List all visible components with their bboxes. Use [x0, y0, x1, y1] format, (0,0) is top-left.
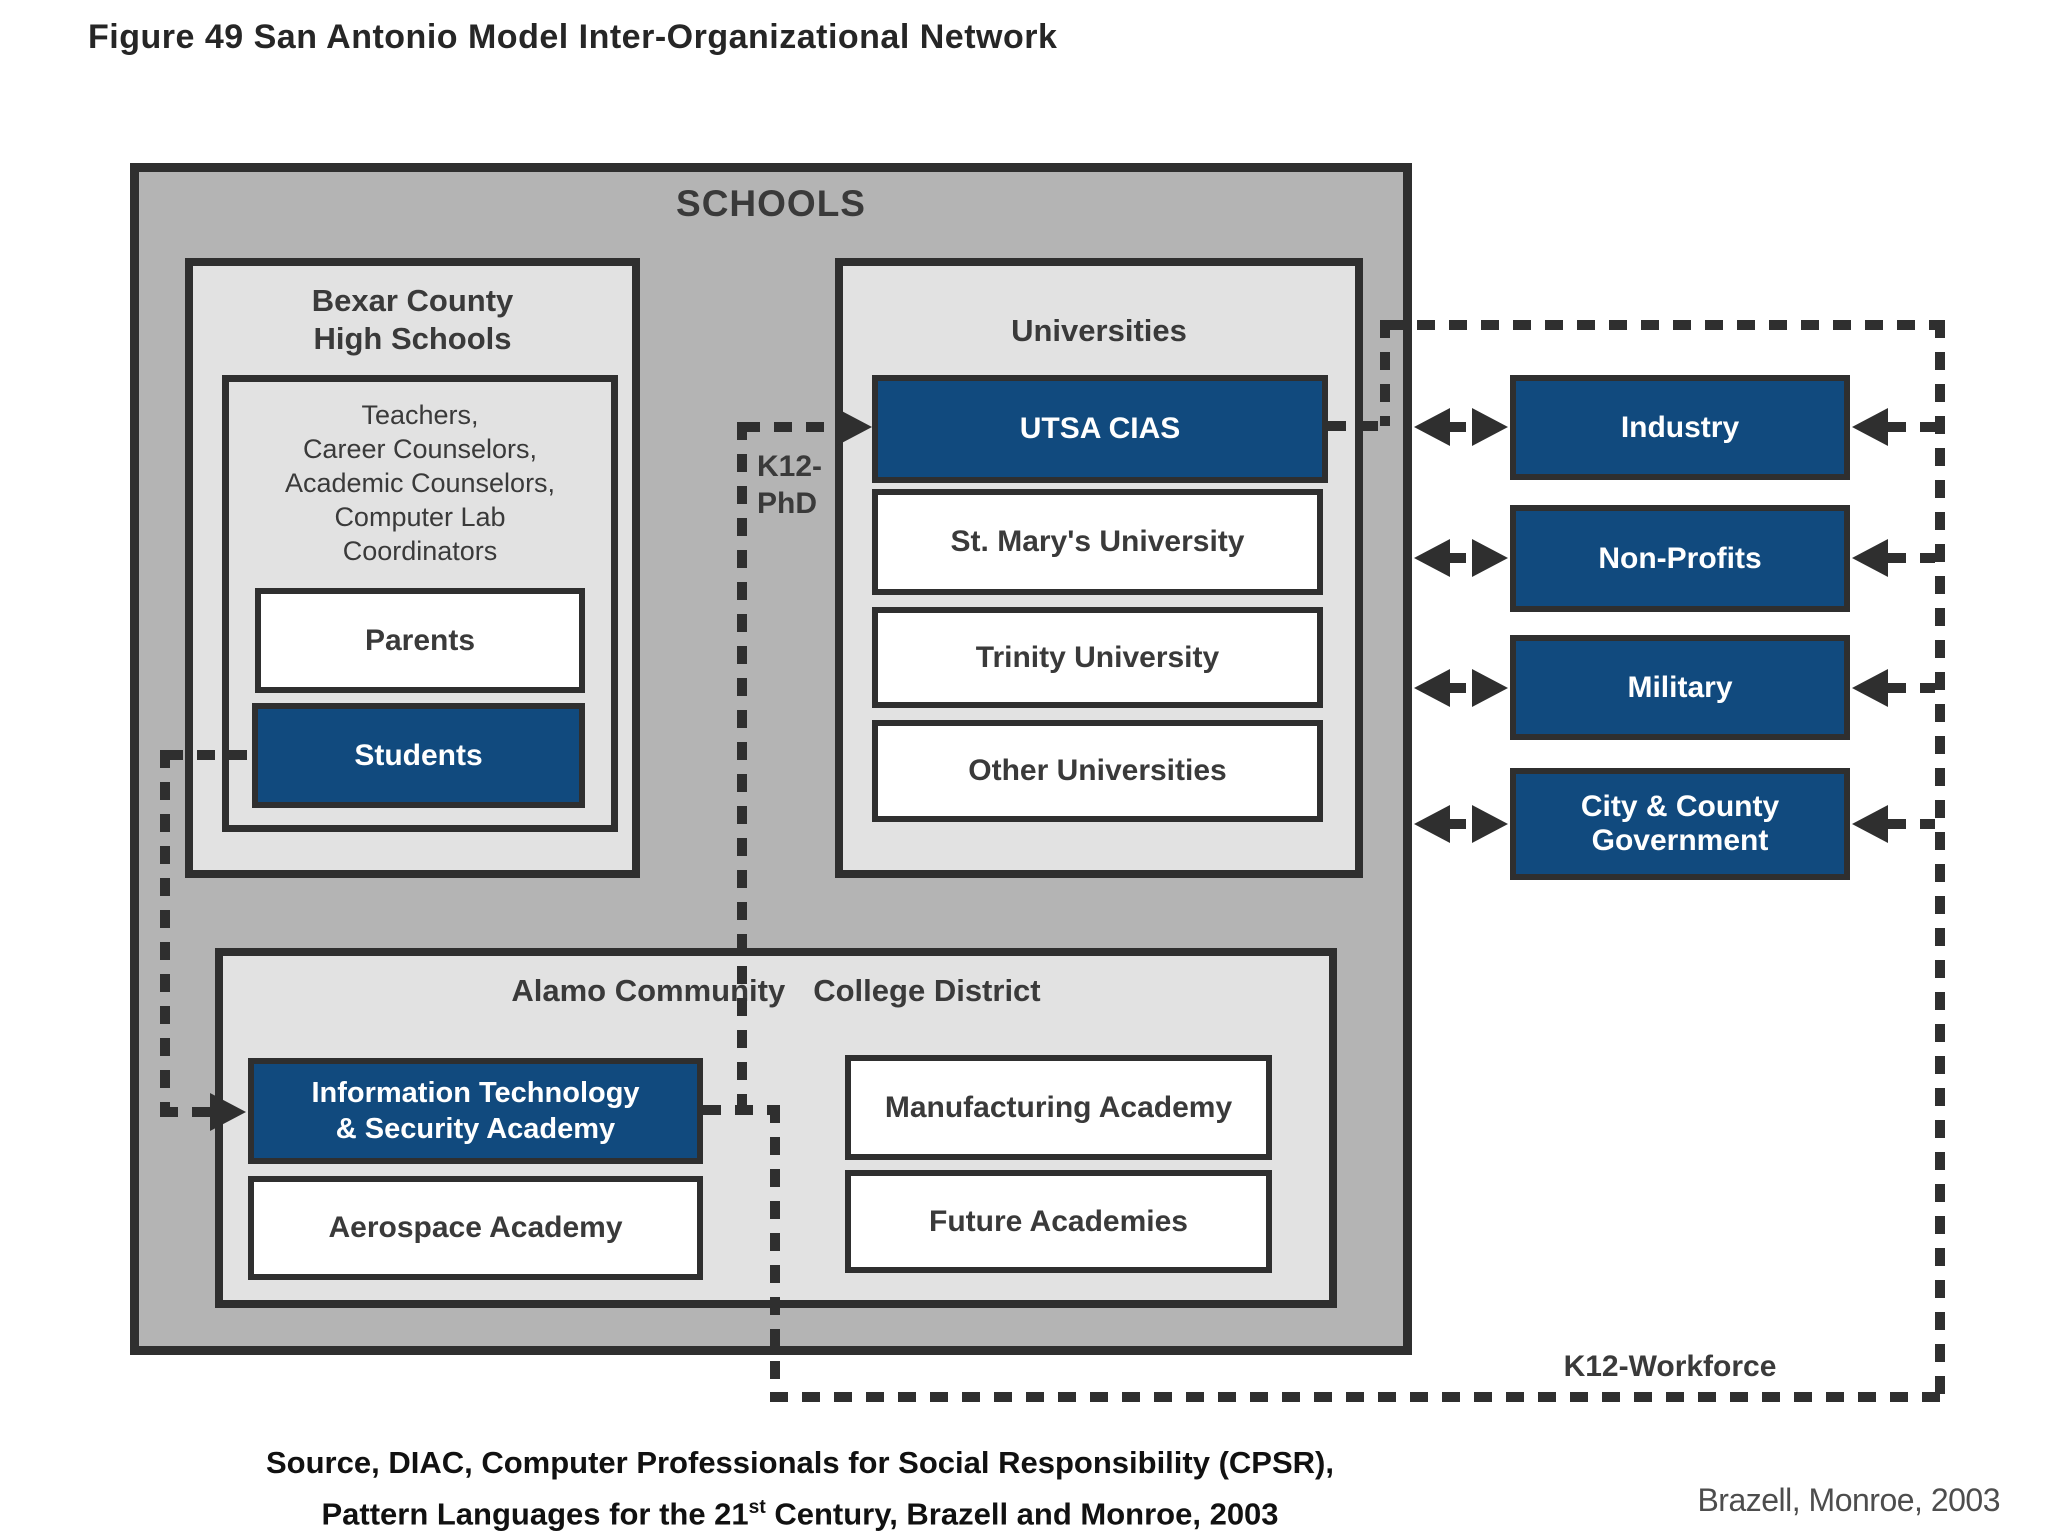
- double-arrow-right-nonprofits-icon: [1472, 539, 1508, 577]
- box-it-security-academy: Information Technology & Security Academ…: [248, 1058, 703, 1164]
- staff-line: Computer Lab: [334, 502, 506, 532]
- alamo-title-part2: College District: [813, 973, 1041, 1008]
- arrowhead-into-utsa-icon: [836, 408, 872, 446]
- author-credit: Brazell, Monroe, 2003: [1697, 1482, 2000, 1518]
- double-arrow-dash-military: [1448, 683, 1474, 693]
- bexar-county-title: Bexar County High Schools: [185, 282, 640, 358]
- box-parents: Parents: [255, 588, 585, 693]
- right-arrow-dash-citycounty: [1888, 819, 1935, 829]
- source-line2-post: Century, Brazell and Monroe, 2003: [765, 1496, 1279, 1532]
- staff-line: Teachers,: [361, 400, 479, 430]
- box-industry: Industry: [1510, 375, 1850, 480]
- dashed-connector-itsa-stub: [703, 1105, 780, 1115]
- staff-line: Academic Counselors,: [284, 468, 556, 498]
- double-arrow-dash-industry: [1448, 422, 1474, 432]
- city-county-line2: Government: [1591, 824, 1769, 857]
- figure-title: Figure 49 San Antonio Model Inter-Organi…: [88, 18, 1058, 56]
- dashed-connector-workforce-bottom: [770, 1392, 1945, 1402]
- box-aerospace-academy: Aerospace Academy: [248, 1176, 703, 1280]
- k12-phd-line2: PhD: [757, 487, 817, 520]
- dashed-connector-students-out: [165, 750, 255, 760]
- box-military: Military: [1510, 635, 1850, 740]
- arrowhead-into-citycounty-icon: [1852, 805, 1888, 843]
- dashed-connector-top-horizontal: [1385, 320, 1945, 330]
- arrowhead-into-itsa-icon: [210, 1093, 246, 1131]
- box-trinity-university: Trinity University: [872, 607, 1323, 708]
- dashed-connector-utsa-up-stub: [1380, 320, 1390, 426]
- schools-label: SCHOOLS: [676, 183, 866, 224]
- source-caption-line1: Source, DIAC, Computer Professionals for…: [266, 1445, 1334, 1480]
- source-caption-line2: Pattern Languages for the 21st Century, …: [150, 1485, 1450, 1536]
- k12-phd-label: K12- PhD: [757, 448, 822, 522]
- itsa-line2: & Security Academy: [335, 1113, 616, 1145]
- box-utsa-cias: UTSA CIAS: [872, 375, 1328, 483]
- k12-workforce-label: K12-Workforce: [1563, 1350, 1777, 1383]
- double-arrow-left-nonprofits-icon: [1414, 539, 1450, 577]
- bexar-staff-text: Teachers, Career Counselors, Academic Co…: [222, 398, 618, 568]
- double-arrow-right-citycounty-icon: [1472, 805, 1508, 843]
- right-arrow-dash-military: [1888, 683, 1935, 693]
- arrowhead-into-industry-icon: [1852, 408, 1888, 446]
- bexar-title-line1: Bexar County: [311, 283, 514, 318]
- staff-line: Coordinators: [342, 536, 498, 566]
- box-manufacturing-academy: Manufacturing Academy: [845, 1055, 1272, 1160]
- city-county-line1: City & County: [1580, 790, 1780, 823]
- double-arrow-right-military-icon: [1472, 669, 1508, 707]
- box-non-profits: Non-Profits: [1510, 505, 1850, 612]
- arrowhead-into-nonprofits-icon: [1852, 539, 1888, 577]
- k12-phd-line1: K12-: [757, 450, 823, 483]
- right-arrow-dash-industry: [1888, 422, 1935, 432]
- universities-title: Universities: [1011, 313, 1187, 348]
- box-st-marys-university: St. Mary's University: [872, 489, 1323, 595]
- double-arrow-left-citycounty-icon: [1414, 805, 1450, 843]
- bexar-title-line2: High Schools: [313, 321, 512, 356]
- dashed-connector-k12phd-horizontal: [742, 422, 838, 432]
- double-arrow-right-industry-icon: [1472, 408, 1508, 446]
- dashed-connector-utsa-right-stub: [1328, 421, 1390, 431]
- box-students: Students: [252, 703, 585, 808]
- dashed-connector-students-down: [160, 750, 170, 1117]
- staff-line: Career Counselors,: [302, 434, 538, 464]
- dashed-connector-k12phd-vertical: [737, 422, 747, 1115]
- source-line2-pre: Pattern Languages for the 21: [321, 1496, 749, 1532]
- double-arrow-left-military-icon: [1414, 669, 1450, 707]
- dashed-connector-workforce-rightleg: [1935, 320, 1945, 1402]
- double-arrow-dash-nonprofits: [1448, 553, 1474, 563]
- arrowhead-into-military-icon: [1852, 669, 1888, 707]
- alamo-district-title: Alamo Community College District: [215, 972, 1337, 1010]
- source-line2-sup: st: [748, 1497, 766, 1518]
- double-arrow-dash-citycounty: [1448, 819, 1474, 829]
- right-arrow-dash-nonprofits: [1888, 553, 1935, 563]
- box-other-universities: Other Universities: [872, 720, 1323, 822]
- dashed-connector-workforce-downleg: [770, 1105, 780, 1402]
- double-arrow-left-industry-icon: [1414, 408, 1450, 446]
- box-future-academies: Future Academies: [845, 1170, 1272, 1273]
- box-city-county-government: City & County Government: [1510, 768, 1850, 880]
- source-caption: Source, DIAC, Computer Professionals for…: [150, 1440, 1450, 1536]
- dashed-connector-students-to-itsa: [160, 1107, 212, 1117]
- itsa-line1: Information Technology: [311, 1077, 640, 1109]
